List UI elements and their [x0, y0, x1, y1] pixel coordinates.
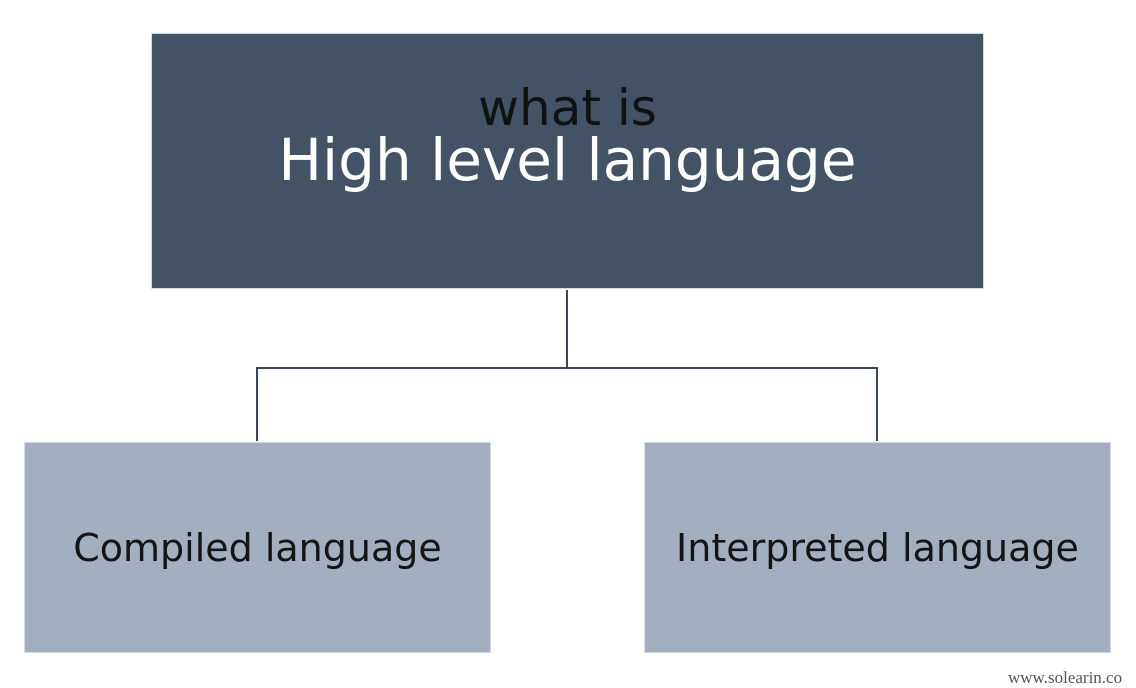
- root-node: what is High level language: [151, 33, 984, 289]
- root-prefix: what is: [478, 79, 657, 137]
- child-node-interpreted: Interpreted language: [644, 442, 1111, 653]
- child-label-interpreted: Interpreted language: [676, 525, 1079, 570]
- watermark-text: www.solearin.co: [1008, 668, 1123, 687]
- child-node-compiled: Compiled language: [24, 442, 491, 653]
- root-title: High level language: [278, 126, 857, 194]
- child-label-compiled: Compiled language: [73, 525, 442, 570]
